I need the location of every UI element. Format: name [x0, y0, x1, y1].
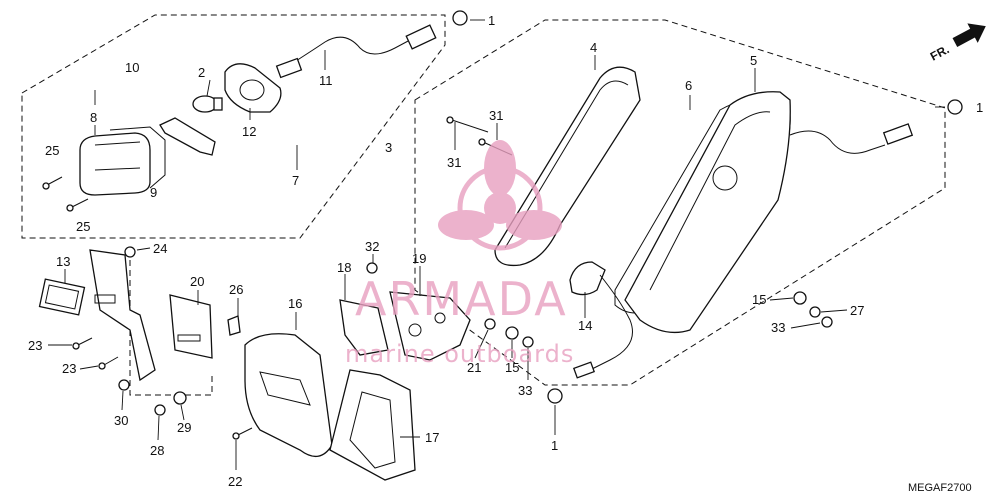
callout-11: 11	[319, 73, 333, 88]
callout-3: 3	[385, 140, 392, 155]
callout-27: 27	[850, 303, 864, 318]
direction-label: FR.	[928, 42, 952, 63]
callout-6: 6	[685, 78, 692, 93]
callout-14: 14	[578, 318, 592, 333]
leader-lines	[48, 19, 945, 470]
callout-23: 23	[28, 338, 42, 353]
callout-4: 4	[590, 40, 597, 55]
callout-32: 32	[365, 239, 379, 254]
callout-labels: 1 1 1 2 3 4 5 6 7 8 9 10 11 12 13 14 15 …	[28, 13, 983, 489]
callout-19: 19	[412, 251, 426, 266]
housing-5	[624, 91, 791, 334]
callout-1: 1	[551, 438, 558, 453]
callout-25: 25	[45, 143, 59, 158]
watermark-logo-icon	[438, 140, 562, 251]
callout-24: 24	[153, 241, 167, 256]
wire-harness-11	[275, 24, 437, 79]
callout-26: 26	[229, 282, 243, 297]
callout-28: 28	[150, 443, 164, 458]
watermark-tagline: marine outboards	[345, 340, 574, 368]
callout-18: 18	[337, 260, 351, 275]
callout-33: 33	[518, 383, 532, 398]
callout-23: 23	[62, 361, 76, 376]
callout-17: 17	[425, 430, 439, 445]
cover-16	[244, 333, 333, 457]
callout-13: 13	[56, 254, 70, 269]
arrow-icon	[952, 23, 986, 47]
callout-9: 9	[150, 185, 157, 200]
callout-7: 7	[292, 173, 299, 188]
screw-25	[42, 176, 89, 212]
clip-26	[227, 315, 241, 336]
bracket-main	[89, 249, 156, 382]
callout-15: 15	[752, 292, 766, 307]
callout-10: 10	[125, 60, 139, 75]
socket-12	[224, 63, 282, 113]
callout-21: 21	[467, 360, 481, 375]
bracket-18-19	[339, 291, 471, 361]
front-direction-indicator: FR.	[928, 23, 986, 64]
callout-31: 31	[447, 155, 461, 170]
lamp-unit-8	[79, 126, 166, 196]
wire-lead	[572, 274, 633, 379]
bulb-14	[569, 261, 606, 296]
small-hardware	[72, 10, 963, 440]
callout-31: 31	[489, 108, 503, 123]
subassembly-7-boundary	[21, 14, 446, 239]
bracket-20	[169, 294, 213, 359]
callout-25: 25	[76, 219, 90, 234]
callout-20: 20	[190, 274, 204, 289]
callout-30: 30	[114, 413, 128, 428]
bulb-2	[192, 95, 223, 113]
callout-5: 5	[750, 53, 757, 68]
callout-15: 15	[505, 360, 519, 375]
callout-22: 22	[228, 474, 242, 489]
callout-8: 8	[90, 110, 97, 125]
gasket-17	[329, 369, 416, 481]
callout-16: 16	[288, 296, 302, 311]
callout-1: 1	[976, 100, 983, 115]
callout-2: 2	[198, 65, 205, 80]
reflector-13	[38, 278, 86, 316]
bracket-10	[159, 117, 216, 156]
watermark: ARMADA marine outboards	[345, 140, 574, 368]
watermark-brand: ARMADA	[355, 272, 568, 326]
callout-1: 1	[488, 13, 495, 28]
wire-5	[789, 123, 914, 154]
callout-33: 33	[771, 320, 785, 335]
callout-12: 12	[242, 124, 256, 139]
callout-29: 29	[177, 420, 191, 435]
diagram-code: MEGAF2700	[908, 482, 972, 494]
